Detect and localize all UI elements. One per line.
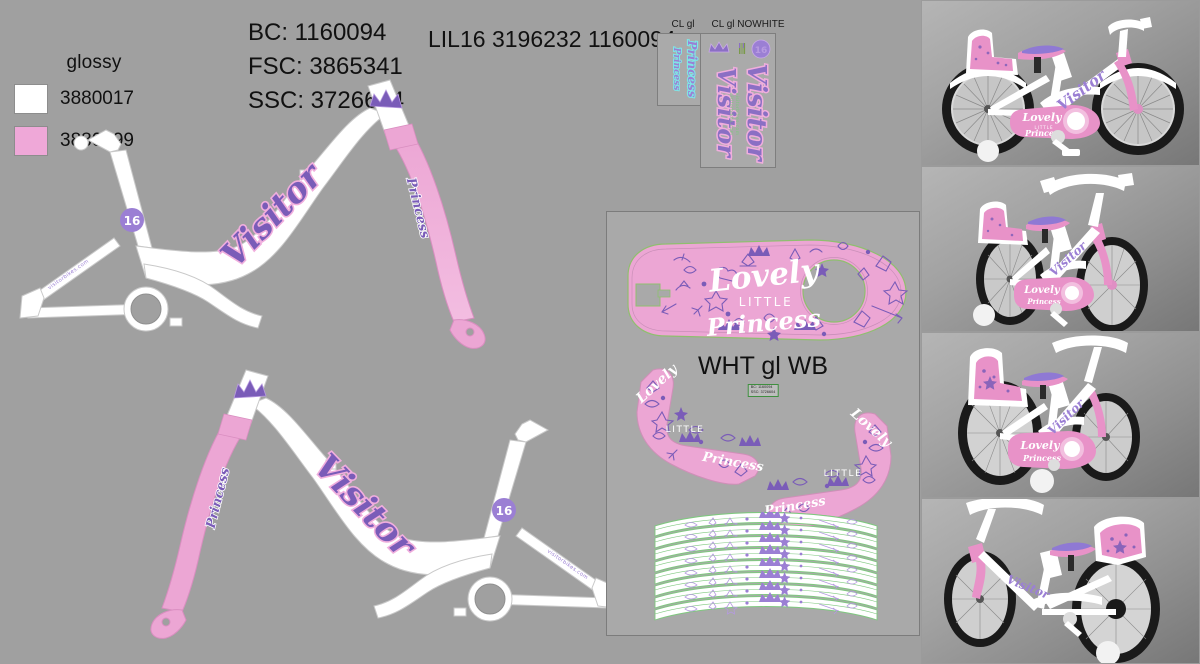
sheet-label-cl-gl-nowhite: CL gl NOWHITE — [711, 19, 785, 30]
frame-drawing-bottom: Visitor Princess 16 visitorbikes.com — [18, 368, 618, 658]
svg-text:Princess: Princess — [1024, 128, 1064, 138]
svg-text:Princess: Princess — [671, 47, 681, 91]
svg-text:Princess: Princess — [1026, 297, 1060, 306]
render-rear-three-quarter: Lovely Princess Visitor — [921, 332, 1200, 498]
frame-drawing-top: Visitor Princess 16 visitorbikes.com — [18, 78, 618, 368]
pink-swatch — [14, 126, 48, 156]
seat-decal-left: Lovely LITTLE Princess — [623, 364, 773, 489]
wht-ssc-code: SSC: 3726604 — [750, 390, 776, 395]
legend-row-white: 3880017 — [14, 84, 194, 114]
stay-url-bottom: visitorbikes.com — [546, 548, 589, 581]
svg-text:visitorbikes.com: visitorbikes.com — [734, 93, 740, 136]
size-badge-top — [120, 208, 144, 232]
sheet-label-cl-gl: CL gl — [671, 19, 695, 30]
svg-text:16: 16 — [124, 214, 141, 228]
svg-text:Lovely: Lovely — [1023, 285, 1061, 296]
svg-text:Lovely: Lovely — [1019, 439, 1061, 452]
svg-text:Princess: Princess — [1022, 453, 1062, 463]
frame-logo-bottom: Visitor — [306, 446, 424, 567]
render-column: Lovely LITTLE Princess Visitor — [921, 0, 1200, 664]
seat-decal-right: Lovely LITTLE Princess — [755, 408, 905, 533]
render-front-three-quarter: Lovely Princess Visitor — [921, 166, 1200, 332]
svg-text:Lovely: Lovely — [1021, 111, 1063, 124]
seat-right-line2: LITTLE — [824, 469, 863, 479]
bc-code: BC: 1160094 — [248, 19, 387, 46]
svg-text:16: 16 — [496, 504, 513, 518]
size-badge-bottom — [492, 498, 516, 522]
wht-code-box: BC: 1160094 SSC: 3726604 — [747, 384, 779, 397]
chainguard-decal: Lovely LITTLE Princess — [614, 234, 914, 349]
wht-bc-code: BC: 1160094 — [750, 385, 773, 389]
white-swatch — [14, 84, 48, 114]
frame-logo-top: Visitor — [213, 155, 331, 276]
svg-text:Princess: Princess — [685, 39, 699, 97]
render-rear-side-view: Visitor — [921, 498, 1200, 664]
white-swatch-code: 3880017 — [60, 88, 134, 109]
chainguard-line2: LITTLE — [739, 295, 794, 309]
svg-text:16: 16 — [755, 46, 768, 56]
wht-gl-wb-label: WHT gl WB — [697, 352, 829, 380]
fsc-code: FSC: 3865341 — [248, 53, 403, 81]
render-side-view: Lovely LITTLE Princess Visitor — [921, 0, 1200, 166]
svg-text:LITTLE: LITTLE — [1035, 125, 1054, 130]
lil-code: LIL16 3196232 1160094 — [428, 26, 676, 52]
stay-url-top: visitorbikes.com — [47, 258, 90, 291]
svg-text:visitorbikes.com: visitorbikes.com — [728, 93, 734, 136]
decal-sheet-cl-gl-nowhite: 16 Visitor Visitor visitorbikes.com visi… — [700, 33, 776, 168]
decal-artwork-panel: Lovely LITTLE Princess WHT gl WB BC: 116… — [606, 211, 920, 636]
svg-text:Visitor: Visitor — [712, 67, 741, 159]
svg-text:Visitor: Visitor — [741, 63, 771, 162]
seat-left-line2: LITTLE — [666, 425, 705, 435]
rim-strip-decals — [651, 512, 881, 632]
finish-label: glossy — [66, 52, 122, 73]
